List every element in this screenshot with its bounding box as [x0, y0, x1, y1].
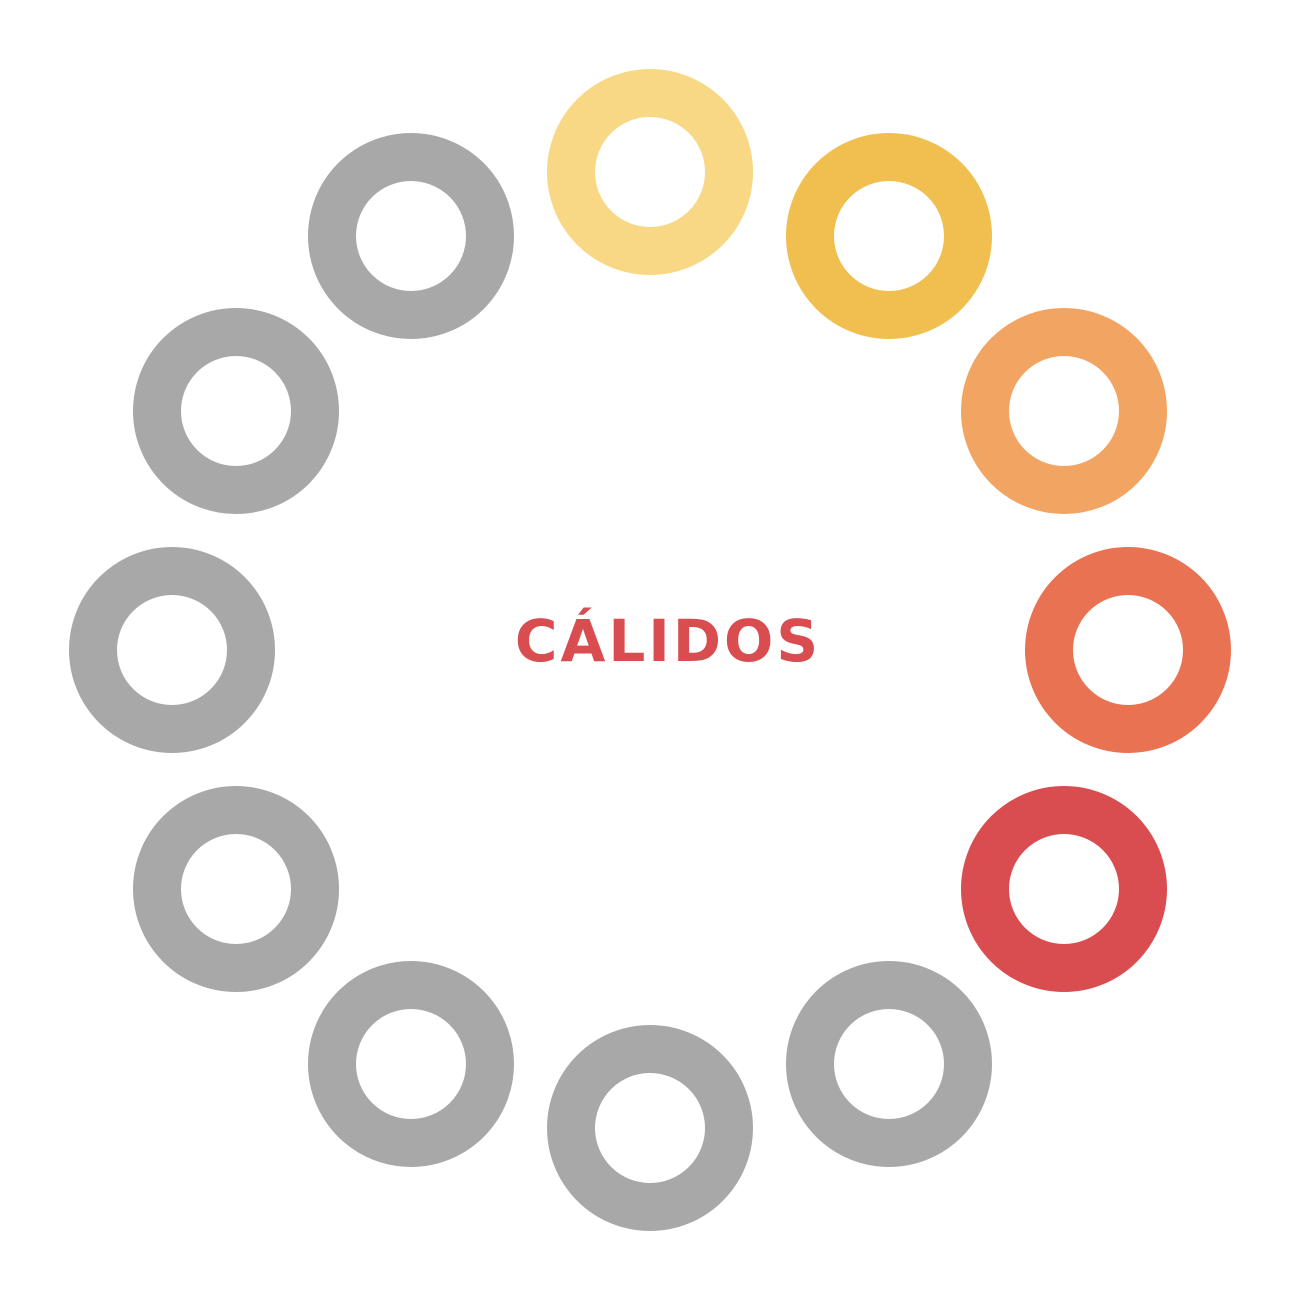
color-ring-8: [308, 961, 514, 1167]
color-ring-11: [133, 308, 339, 514]
color-ring-2: [786, 133, 992, 339]
color-ring-4: [1025, 547, 1231, 753]
center-title: CÁLIDOS: [514, 607, 822, 675]
color-ring-7: [547, 1025, 753, 1231]
color-ring-1: [547, 69, 753, 275]
color-ring-9: [133, 786, 339, 992]
color-ring-6: [786, 961, 992, 1167]
color-ring-10: [69, 547, 275, 753]
color-ring-5: [961, 786, 1167, 992]
color-ring-12: [308, 133, 514, 339]
color-ring-3: [961, 308, 1167, 514]
